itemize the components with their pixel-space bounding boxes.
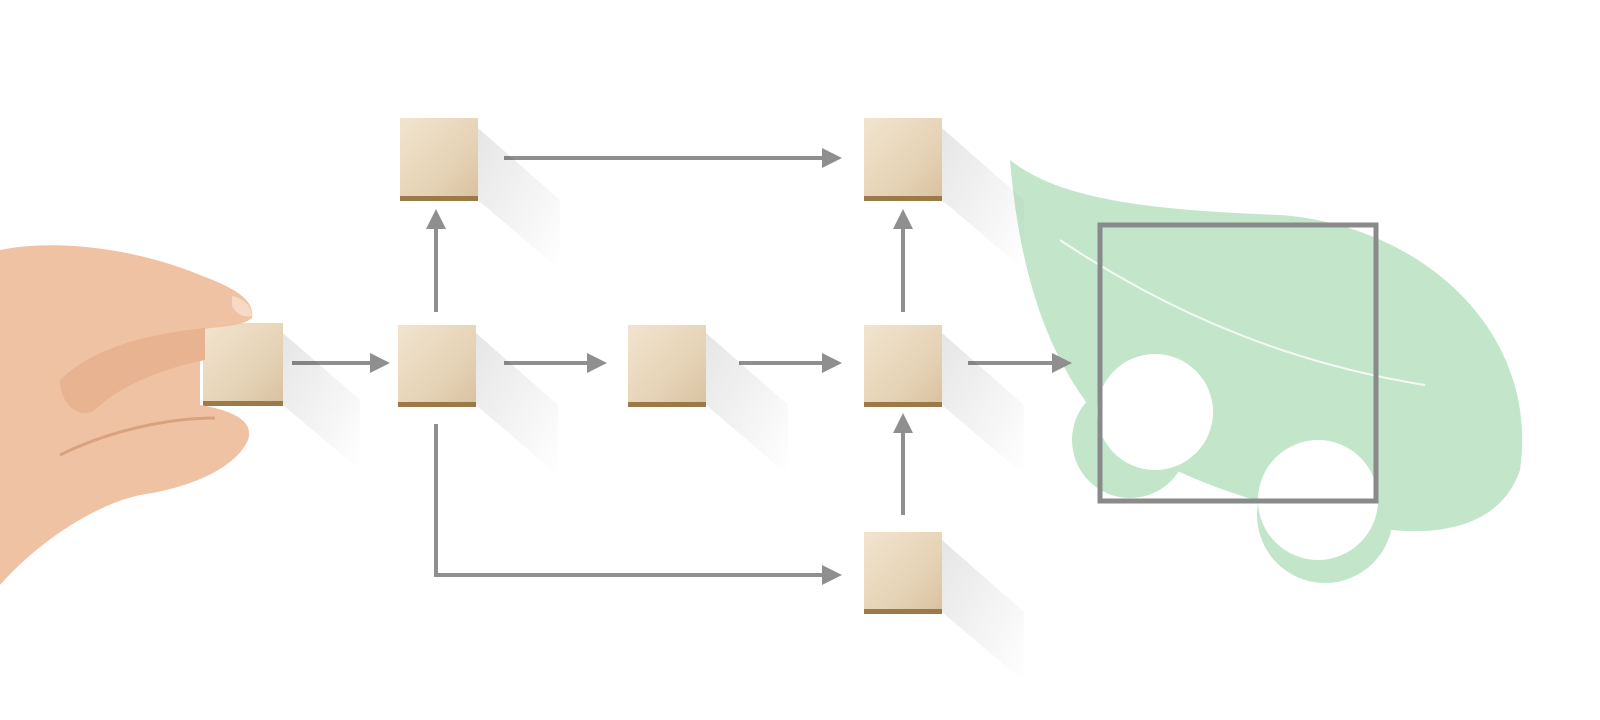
- block-center: [628, 325, 788, 475]
- hand-crease: [59, 416, 216, 457]
- hand-thumb: [60, 328, 205, 414]
- hand-palm: [0, 245, 253, 585]
- block-top-left: [400, 118, 560, 270]
- block-4: [864, 325, 1024, 475]
- leaf-car-icon: [1010, 160, 1523, 583]
- hand-icon: [0, 245, 253, 585]
- block-top-right: [864, 118, 1024, 270]
- wheel-cutout-left: [1097, 354, 1213, 470]
- arrow-block-2-to-bottom: [434, 424, 842, 585]
- fingernail: [232, 296, 252, 317]
- block-2: [398, 325, 558, 475]
- block-held: [203, 323, 360, 470]
- arrows: [292, 148, 1072, 585]
- square-frame-icon: [1097, 222, 1379, 504]
- block-bottom: [864, 532, 1024, 682]
